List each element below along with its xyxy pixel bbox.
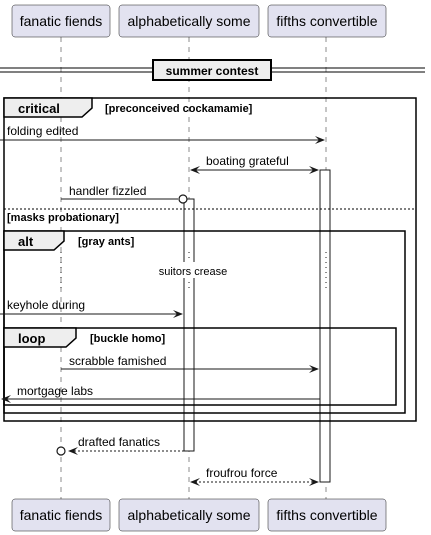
- message-label: scrabble famished: [69, 354, 166, 368]
- fragment-guard: [preconceived cockamamie]: [105, 103, 253, 115]
- message-label: mortgage labs: [17, 384, 93, 398]
- fragment-guard: [gray ants]: [78, 236, 135, 248]
- fragment-keyword: loop: [18, 331, 45, 346]
- message-froufrou-force: froufrou force: [190, 466, 319, 486]
- participant-fanatic-fiends-top: fanatic fiends: [11, 4, 111, 38]
- fragment-keyword: alt: [18, 234, 34, 249]
- message-label: keyhole during: [7, 298, 85, 312]
- participant-alphabetically-some-bottom: alphabetically some: [118, 498, 260, 532]
- message-boating-grateful: boating grateful: [190, 154, 319, 174]
- else-guard: [masks probationary]: [7, 212, 119, 224]
- message-label: froufrou force: [206, 466, 278, 480]
- participant-label: fifths convertible: [276, 13, 377, 29]
- message-label: handler fizzled: [69, 184, 146, 198]
- participant-fanatic-fiends-bottom: fanatic fiends: [11, 498, 111, 532]
- participant-label: fanatic fiends: [20, 13, 103, 29]
- message-drafted-fanatics: drafted fanatics: [56, 435, 184, 456]
- fragment-critical: critical [preconceived cockamamie] [mask…: [3, 97, 417, 422]
- message-keyhole-during: keyhole during: [0, 298, 183, 318]
- participant-label: alphabetically some: [128, 13, 251, 29]
- message-scrabble-famished: scrabble famished: [61, 354, 319, 373]
- message-mortgage-labs: mortgage labs: [1, 384, 320, 403]
- activation-fifths-convertible: [319, 169, 331, 483]
- message-label: folding edited: [7, 124, 78, 138]
- participant-label: fanatic fiends: [20, 507, 103, 523]
- message-label: boating grateful: [206, 154, 289, 168]
- delay-label: suitors crease: [159, 266, 227, 278]
- lost-message-icon: [56, 446, 66, 456]
- participant-alphabetically-some-top: alphabetically some: [118, 4, 260, 38]
- delay-suitors-crease: suitors crease: [60, 252, 327, 292]
- message-handler-fizzled: handler fizzled: [61, 184, 188, 204]
- lost-message-icon: [178, 194, 188, 204]
- message-label: drafted fanatics: [78, 435, 160, 449]
- fragment-guard: [buckle homo]: [90, 333, 166, 345]
- fragment-loop: loop [buckle homo]: [3, 327, 397, 406]
- participant-label: fifths convertible: [276, 507, 377, 523]
- divider-summer-contest: summer contest: [0, 59, 425, 81]
- message-folding-edited: folding edited: [0, 124, 325, 144]
- divider-label: summer contest: [166, 64, 259, 78]
- fragment-alt: alt [gray ants]: [3, 230, 406, 414]
- participant-fifths-convertible-top: fifths convertible: [267, 4, 387, 38]
- participant-fifths-convertible-bottom: fifths convertible: [267, 498, 387, 532]
- fragment-keyword: critical: [18, 101, 60, 116]
- activation-alphabetically-some: [183, 198, 195, 452]
- participant-label: alphabetically some: [128, 507, 251, 523]
